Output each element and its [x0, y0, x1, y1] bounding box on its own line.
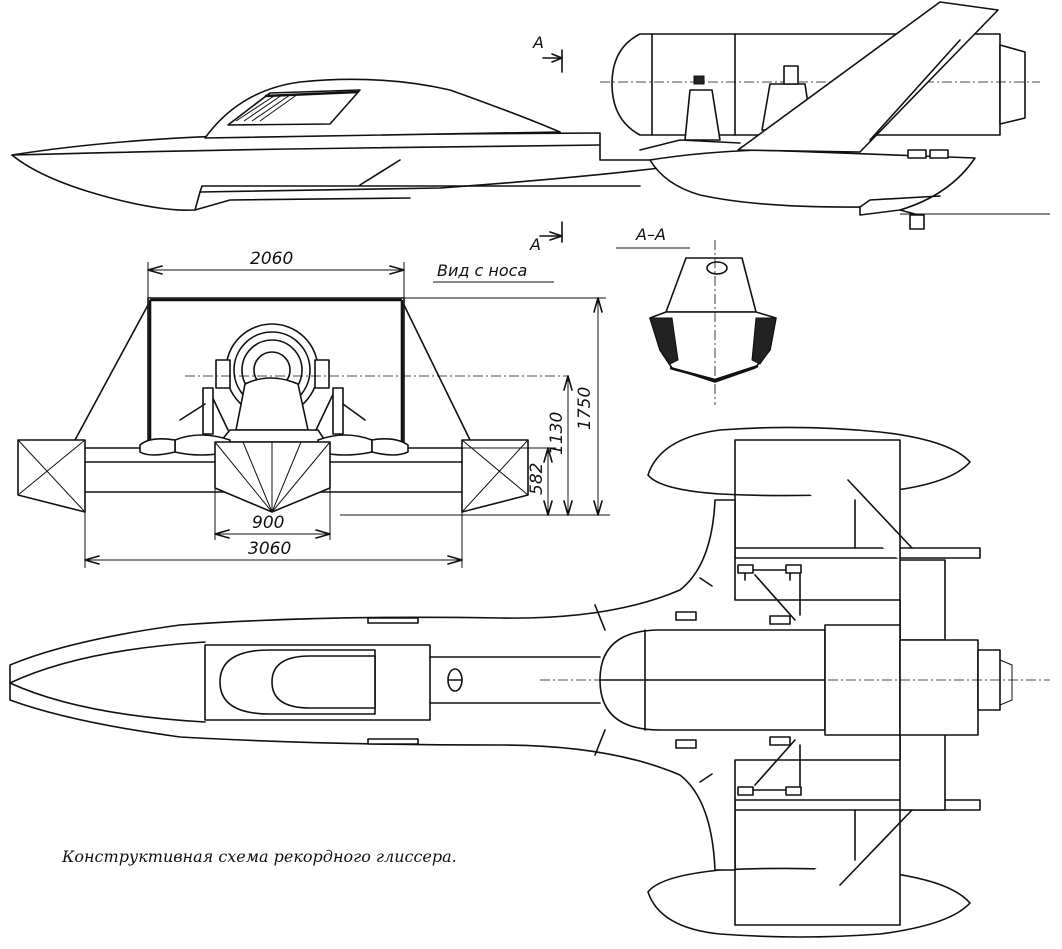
dim-height-low: 582 [527, 463, 547, 495]
dim-height-total: 1750 [575, 387, 595, 430]
dim-width-top: 2060 [250, 249, 293, 269]
dim-width-hull: 900 [252, 513, 284, 533]
front-view [17, 297, 568, 513]
section-a-a: A–A [616, 225, 777, 405]
front-view-dimensions: 2060 1750 1130 582 900 3060 Вид с носа [84, 249, 610, 568]
side-view: A A [11, 1, 1050, 254]
plan-view [9, 426, 1050, 938]
dim-width-total: 3060 [248, 539, 291, 559]
drawing-caption: Конструктивная схема рекордного глиссера… [61, 847, 457, 866]
section-mark-bottom: A [529, 235, 541, 254]
section-mark-top: A [532, 33, 544, 52]
section-title: A–A [635, 225, 666, 244]
dim-height-mid: 1130 [547, 412, 567, 455]
front-view-label: Вид с носа [437, 261, 527, 280]
